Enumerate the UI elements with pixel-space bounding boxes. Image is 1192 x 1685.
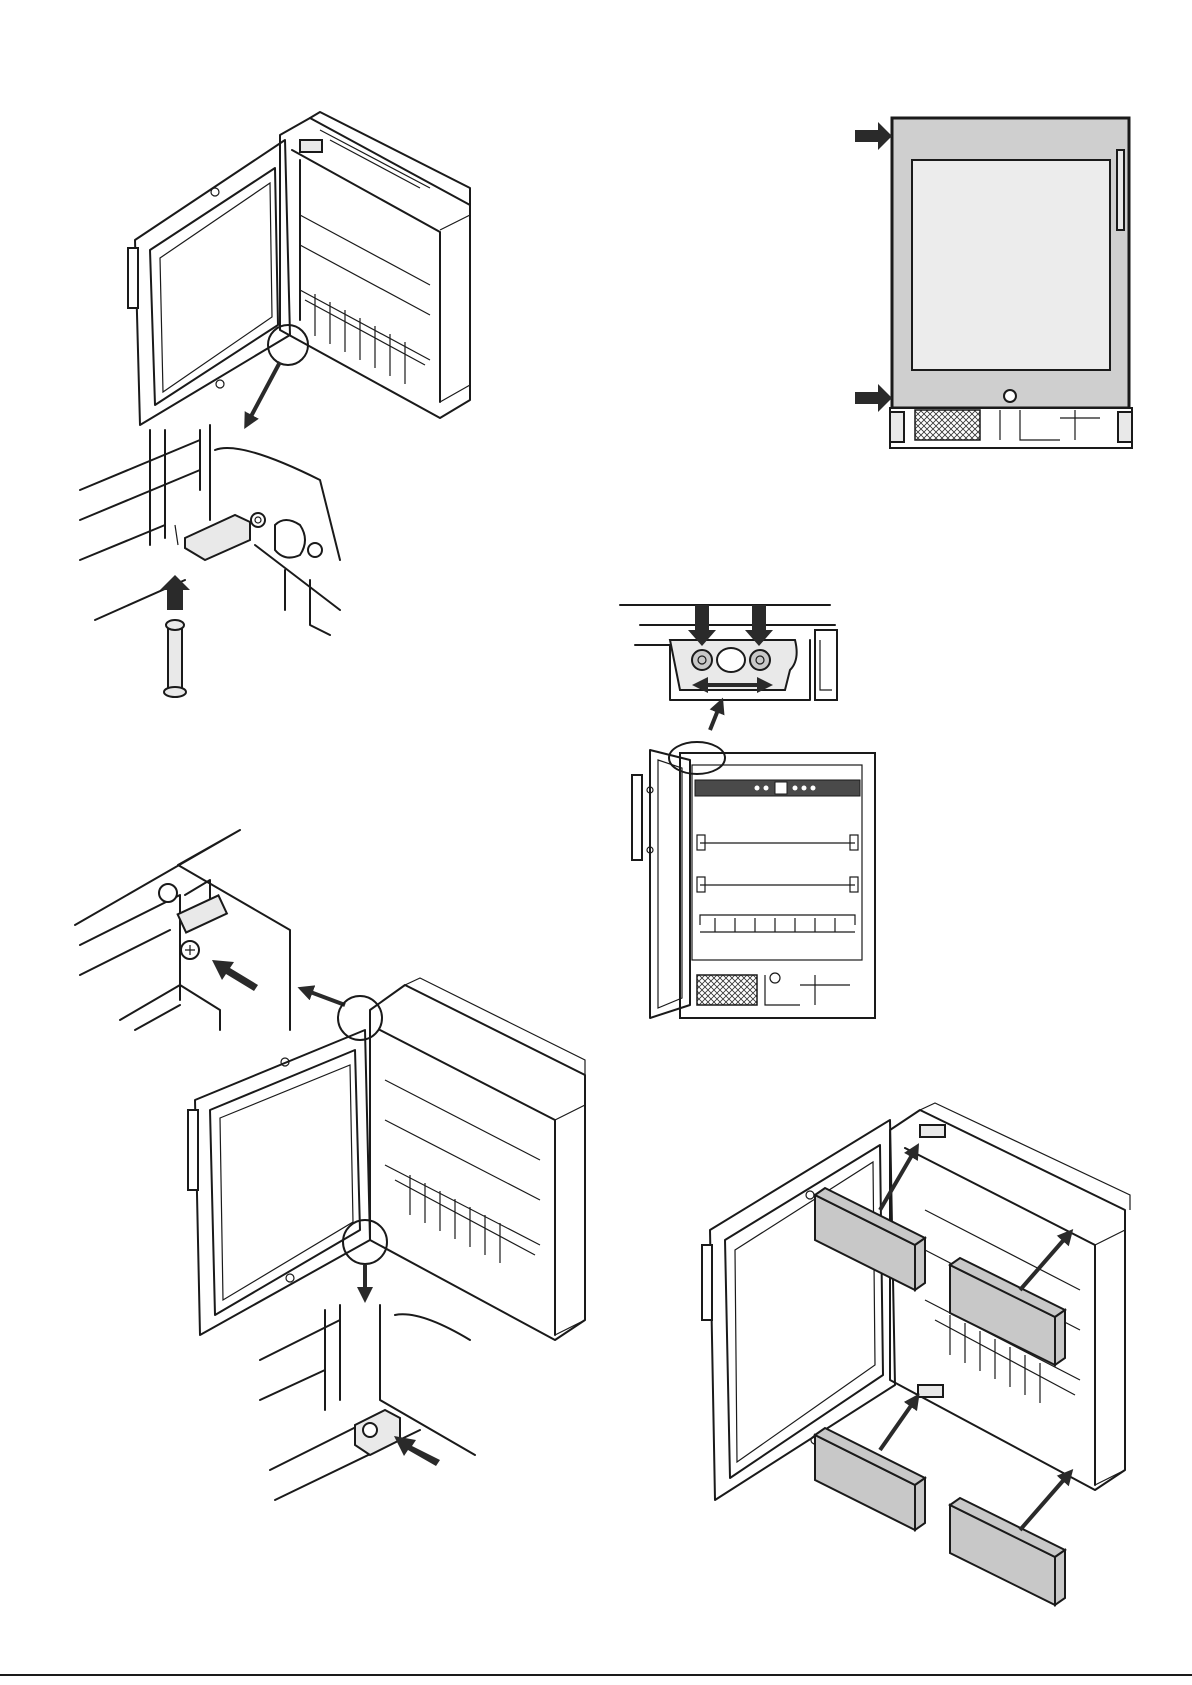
hinge-bracket-c xyxy=(178,895,227,932)
arrow-screw-top-icon xyxy=(212,960,258,991)
cover-panel-2 xyxy=(950,1258,1065,1365)
callout-arrow-a xyxy=(248,362,280,422)
door-glass xyxy=(912,160,1110,370)
door-handle-b xyxy=(1117,150,1124,230)
arrow-screw-bottom-icon xyxy=(394,1436,440,1466)
callout-arrow-d xyxy=(710,705,720,730)
fridge-door-c xyxy=(188,1030,370,1335)
door-handle-d xyxy=(632,775,642,860)
fridge-cabinet-c xyxy=(370,978,585,1340)
fridge-door-a xyxy=(128,140,290,425)
cover-panel-4 xyxy=(950,1498,1065,1605)
figure-e-cover-panels xyxy=(702,1103,1130,1605)
hinge-pin-icon xyxy=(168,625,182,690)
fridge-cabinet-a xyxy=(280,112,470,418)
figure-b-front-view xyxy=(855,118,1132,448)
figure-d-hinge-adjust xyxy=(620,605,875,1018)
arrow-right-top-icon xyxy=(855,122,892,150)
arrow-panel-3-icon xyxy=(880,1400,915,1450)
door-handle-a xyxy=(128,248,138,308)
arrow-panel-4-icon xyxy=(1020,1475,1068,1530)
arrow-panel-1-icon xyxy=(880,1150,915,1210)
door-handle-c xyxy=(188,1110,198,1190)
detail-lower-hinge-c xyxy=(260,1305,475,1500)
detail-hinge-screws-d xyxy=(620,605,837,700)
door-lock-icon xyxy=(1004,390,1016,402)
hinge-plate-a xyxy=(185,515,250,560)
cover-panel-1 xyxy=(815,1188,925,1290)
detail-lower-hinge-a xyxy=(80,425,340,697)
hinge-top-a xyxy=(300,140,322,152)
fridge-door-e xyxy=(702,1120,895,1500)
figure-a-hinge-pin-removal xyxy=(80,112,470,697)
callout-arrow-c-top xyxy=(305,990,345,1005)
ventilation-grille-b xyxy=(915,410,980,440)
cover-panel-3 xyxy=(815,1428,925,1530)
arrow-right-bottom-icon xyxy=(855,384,892,412)
ventilation-grille-d xyxy=(697,975,757,1005)
door-handle-e xyxy=(702,1245,712,1320)
detail-upper-hinge-c xyxy=(75,830,290,1030)
figure-c-hinge-screws xyxy=(75,830,585,1500)
callout-circle-c-top xyxy=(338,996,382,1040)
fridge-front-d xyxy=(680,753,875,1018)
